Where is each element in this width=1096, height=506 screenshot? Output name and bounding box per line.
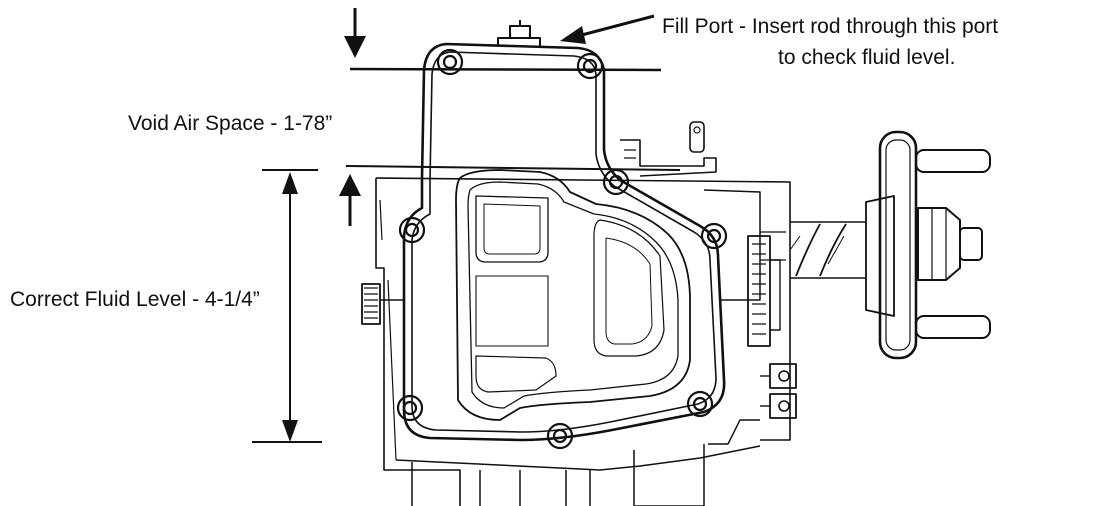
- mounting-tabs: [760, 363, 797, 419]
- dimension-arrow-down-icon: [282, 420, 298, 442]
- up-arrow-icon: [339, 174, 361, 226]
- fill-port-label: Fill Port - Insert rod through this port: [662, 15, 998, 38]
- control-arm: [620, 121, 717, 177]
- transmission-housing-drawing: [361, 20, 991, 506]
- output-shaft: [789, 221, 866, 279]
- fill-port-label-line2: to check fluid level.: [778, 46, 955, 69]
- fill-port-plug: [497, 20, 541, 46]
- left-input-gear: [361, 283, 404, 325]
- down-arrow-icon: [344, 8, 366, 58]
- void-air-space-label: Void Air Space - 1-78”: [128, 112, 332, 135]
- cover-bolts: [396, 48, 728, 450]
- correct-fluid-level-label: Correct Fluid Level - 4-1/4”: [10, 288, 260, 311]
- measurement-guides: [252, 8, 681, 443]
- fluid-level-line: [345, 165, 681, 171]
- dimension-arrow-up-icon: [282, 172, 298, 194]
- top-reference-line: [349, 67, 662, 72]
- fluid-level-dimension: [252, 169, 322, 443]
- right-gear-stack: [747, 235, 781, 347]
- wheel-hub: [865, 130, 991, 360]
- fill-port-pointer-arrow: [560, 14, 655, 44]
